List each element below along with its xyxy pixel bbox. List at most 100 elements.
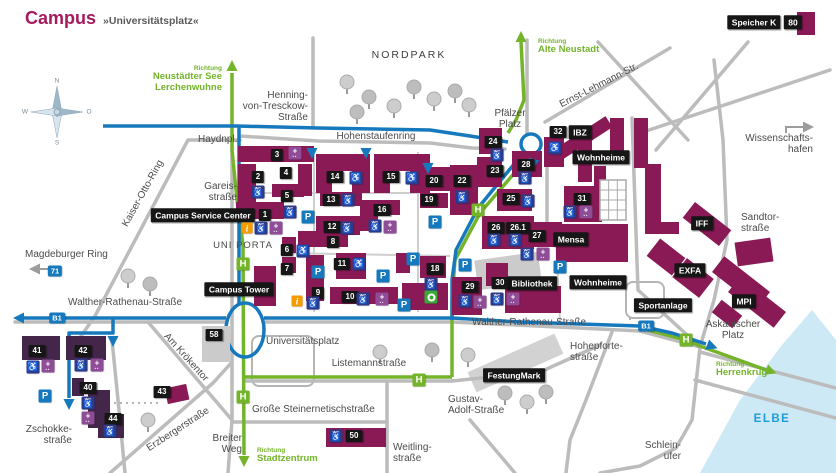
accessible-wc-icon[interactable]: WC♿: [81, 396, 95, 410]
accessible-wc-icon[interactable]: WC♿: [490, 148, 504, 162]
accessible-wc-icon[interactable]: WC♿: [341, 193, 355, 207]
poi-badge-80[interactable]: 80: [783, 15, 803, 29]
building-badge-12[interactable]: 12: [323, 221, 341, 233]
building-badge-16[interactable]: 16: [373, 204, 391, 216]
building-badge-26.1[interactable]: 26.1: [506, 222, 530, 234]
poi-badge-ibz[interactable]: IBZ: [568, 125, 592, 139]
family-room-icon[interactable]: +▪▪: [41, 359, 55, 373]
poi-badge-iff[interactable]: IFF: [691, 216, 713, 230]
poi-badge-campus-tower[interactable]: Campus Tower: [204, 282, 274, 296]
poi-badge-speicher-k[interactable]: Speicher K: [727, 15, 781, 29]
accessible-wc-icon[interactable]: WC♿: [424, 277, 438, 291]
route-b1-badge[interactable]: B1: [638, 320, 654, 332]
poi-badge-bibliothek[interactable]: Bibliothek: [506, 276, 558, 290]
poi-badge-mensa[interactable]: Mensa: [553, 232, 589, 246]
accessible-wc-icon[interactable]: WC♿: [521, 194, 535, 208]
poi-badge-wohnheime[interactable]: Wohnheime: [572, 150, 630, 164]
building-badge-4[interactable]: 4: [279, 167, 293, 179]
accessible-wc-icon[interactable]: WC♿: [487, 233, 501, 247]
building-badge-19[interactable]: 19: [420, 194, 438, 206]
parking-icon[interactable]: P: [458, 258, 472, 272]
accessible-wc-icon[interactable]: WC♿: [74, 358, 88, 372]
building-badge-8[interactable]: 8: [326, 236, 340, 248]
elevator-icon[interactable]: [424, 290, 438, 304]
wheelchair-access-icon[interactable]: ♿: [349, 171, 363, 185]
building-badge-23[interactable]: 23: [486, 165, 504, 177]
transit-stop-icon[interactable]: H: [412, 373, 426, 387]
wheelchair-access-icon[interactable]: ♿: [405, 171, 419, 185]
poi-badge-wohnheime[interactable]: Wohnheime: [569, 275, 627, 289]
parking-icon[interactable]: P: [406, 252, 420, 266]
building-badge-15[interactable]: 15: [382, 171, 400, 183]
accessible-wc-icon[interactable]: WC♿: [356, 292, 370, 306]
route-b1-badge[interactable]: B1: [49, 312, 65, 324]
building-badge-11[interactable]: 11: [333, 258, 351, 270]
building-badge-31[interactable]: 31: [573, 193, 591, 205]
building-badge-43[interactable]: 43: [153, 386, 171, 398]
building-badge-41[interactable]: 41: [28, 345, 46, 357]
info-icon[interactable]: i: [241, 222, 253, 234]
poi-badge-campus-service-center[interactable]: Campus Service Center: [150, 208, 256, 222]
building-badge-10[interactable]: 10: [341, 291, 359, 303]
wheelchair-access-icon[interactable]: ♿: [26, 360, 40, 374]
accessible-wc-icon[interactable]: WC♿: [458, 294, 472, 308]
building-badge-13[interactable]: 13: [322, 194, 340, 206]
building-badge-7[interactable]: 7: [280, 263, 294, 275]
building-badge-14[interactable]: 14: [326, 171, 344, 183]
parking-icon[interactable]: P: [376, 269, 390, 283]
parking-icon[interactable]: P: [428, 215, 442, 229]
transit-stop-icon[interactable]: H: [471, 203, 485, 217]
accessible-wc-icon[interactable]: WC♿: [508, 233, 522, 247]
building-badge-22[interactable]: 22: [453, 175, 471, 187]
building-badge-44[interactable]: 44: [104, 413, 122, 425]
building-badge-26[interactable]: 26: [487, 222, 505, 234]
building-badge-50[interactable]: 50: [345, 430, 363, 442]
accessible-wc-icon[interactable]: WC♿: [254, 221, 268, 235]
wheelchair-access-icon[interactable]: ♿: [352, 257, 366, 271]
family-room-icon[interactable]: +▪▪: [383, 220, 397, 234]
accessible-wc-icon[interactable]: WC♿: [283, 205, 297, 219]
transit-stop-icon[interactable]: H: [679, 333, 693, 347]
family-room-icon[interactable]: +▪▪: [288, 146, 302, 160]
accessible-wc-icon[interactable]: WC♿: [518, 171, 532, 185]
family-room-icon[interactable]: +▪▪: [579, 205, 593, 219]
building-badge-28[interactable]: 28: [517, 159, 535, 171]
parking-icon[interactable]: P: [553, 260, 567, 274]
family-room-icon[interactable]: +▪▪: [506, 292, 520, 306]
poi-badge-sportanlage[interactable]: Sportanlage: [633, 298, 693, 312]
building-badge-42[interactable]: 42: [74, 345, 92, 357]
parking-icon[interactable]: P: [397, 298, 411, 312]
accessible-wc-icon[interactable]: WC♿: [563, 205, 577, 219]
family-room-icon[interactable]: +▪▪: [81, 411, 95, 425]
accessible-wc-icon[interactable]: WC♿: [455, 190, 469, 204]
building-badge-32[interactable]: 32: [549, 126, 567, 138]
family-room-icon[interactable]: +▪▪: [90, 358, 104, 372]
accessible-wc-icon[interactable]: WC♿: [329, 429, 343, 443]
building-badge-18[interactable]: 18: [426, 263, 444, 275]
building-badge-24[interactable]: 24: [484, 136, 502, 148]
building-badge-58[interactable]: 58: [205, 329, 223, 341]
accessible-wc-icon[interactable]: WC♿: [251, 185, 265, 199]
transit-stop-icon[interactable]: H: [236, 390, 250, 404]
building-badge-9[interactable]: 9: [311, 287, 325, 299]
building-badge-3[interactable]: 3: [270, 149, 284, 161]
building-badge-30[interactable]: 30: [491, 277, 509, 289]
wheelchair-access-icon[interactable]: ♿: [548, 141, 562, 155]
building-badge-29[interactable]: 29: [461, 281, 479, 293]
poi-badge-festungmark[interactable]: FestungMark: [483, 368, 545, 382]
building-badge-27[interactable]: 27: [528, 230, 546, 242]
building-badge-25[interactable]: 25: [502, 193, 520, 205]
family-room-icon[interactable]: +▪▪: [536, 247, 550, 261]
info-icon[interactable]: i: [291, 295, 303, 307]
building-badge-5[interactable]: 5: [280, 190, 294, 202]
parking-icon[interactable]: P: [301, 210, 315, 224]
building-badge-40[interactable]: 40: [79, 382, 97, 394]
accessible-wc-icon[interactable]: WC♿: [368, 219, 382, 233]
accessible-wc-icon[interactable]: WC♿: [340, 221, 354, 235]
accessible-wc-icon[interactable]: WC♿: [103, 424, 117, 438]
accessible-wc-icon[interactable]: WC♿: [306, 296, 320, 310]
building-badge-1[interactable]: 1: [258, 209, 272, 221]
bus-71-badge[interactable]: 71: [47, 265, 63, 277]
poi-badge-mpi[interactable]: MPI: [731, 294, 757, 308]
parking-icon[interactable]: P: [38, 389, 52, 403]
